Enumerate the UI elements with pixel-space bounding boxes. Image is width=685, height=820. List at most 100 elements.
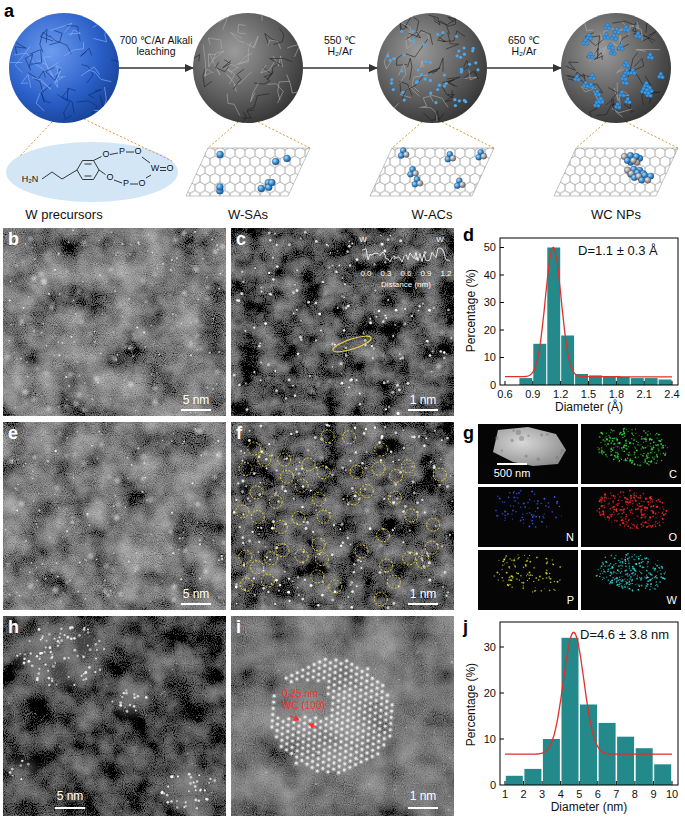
atom-dot (195, 765, 196, 766)
element-signal (642, 455, 643, 456)
lattice-glow (356, 719, 361, 724)
lattice-glow (363, 697, 368, 702)
element-signal (618, 461, 620, 463)
atom-dot (418, 436, 420, 438)
atom-dot (66, 270, 69, 273)
atom-dot (287, 591, 290, 594)
atom-dot (288, 600, 290, 602)
atom-dot (123, 692, 125, 694)
lattice-atom (368, 714, 371, 717)
lattice-atom (307, 672, 310, 675)
element-signal (660, 453, 661, 454)
atom-dot (325, 654, 327, 656)
lattice-atom (334, 749, 337, 752)
atom-dot (21, 760, 23, 762)
atom-dot (190, 341, 191, 342)
atom-dot (200, 533, 201, 534)
cluster-marker (388, 491, 401, 504)
atom-dot (254, 675, 255, 676)
lattice-atom (312, 670, 315, 673)
atom-dot (262, 587, 265, 590)
lattice-glow (300, 668, 305, 673)
lattice-atom (375, 699, 378, 702)
atom-dot (145, 696, 148, 699)
element-signal (623, 432, 625, 434)
lattice-glow (296, 736, 301, 741)
lattice-atom (295, 762, 298, 765)
atom-dot (261, 721, 262, 722)
atom-dot (387, 299, 389, 301)
lattice-atom (311, 760, 314, 763)
atom-dot (171, 327, 174, 330)
lattice-glow (358, 688, 363, 693)
atom-dot (102, 313, 104, 315)
element-signal (665, 445, 666, 446)
atom-dot (319, 456, 323, 460)
atom-dot (71, 626, 73, 628)
lattice-glow (376, 739, 381, 744)
lattice-glow (355, 737, 360, 742)
element-signal (602, 450, 603, 451)
atom-dot (242, 281, 244, 283)
lattice-glow (370, 676, 375, 681)
lattice-atom (365, 758, 368, 761)
atom-dot (145, 477, 147, 479)
atom-dot (36, 677, 39, 680)
atom-dot (298, 594, 300, 596)
atom-dot (37, 526, 38, 527)
atom-dot (440, 459, 442, 461)
atom-dot (394, 527, 396, 529)
lattice-glow (371, 735, 376, 740)
element-signal (611, 429, 612, 430)
atom-dot (369, 320, 373, 324)
atom-dot (339, 528, 341, 530)
atom-dot (23, 662, 26, 665)
atom-dot (270, 284, 275, 289)
atom-dot (256, 567, 261, 572)
element-signal (661, 447, 663, 449)
atom-dot (32, 470, 33, 471)
atom-dot (302, 485, 305, 488)
lattice-atom (301, 747, 304, 750)
atom-dot (304, 231, 307, 234)
element-signal (653, 445, 654, 446)
atom-dot (260, 379, 262, 381)
atom-dot (51, 678, 53, 680)
element-signal (619, 460, 620, 461)
element-signal (643, 455, 644, 456)
atom-dot (345, 469, 347, 471)
molecule-bonds (85, 176, 92, 177)
atom-dot (245, 632, 246, 633)
atom-dot (293, 313, 295, 315)
atom-dot (212, 318, 214, 320)
atom-dot (364, 488, 366, 490)
element-signal (613, 430, 614, 431)
atom-dot (31, 755, 32, 756)
atom-dot (8, 459, 14, 465)
atom-dot (44, 663, 46, 665)
atom-dot (143, 332, 145, 334)
lattice-atom (356, 667, 359, 670)
atom-dot (300, 338, 303, 341)
atom-dot (65, 581, 68, 584)
atom-dot (31, 664, 34, 667)
atom-dot (29, 652, 32, 655)
atom-dot (73, 477, 75, 479)
atom-dot (38, 271, 44, 277)
element-signal (612, 438, 614, 440)
atom-dot (441, 545, 443, 547)
lattice-atom (360, 754, 363, 757)
atom-dot (42, 323, 44, 325)
atom-dot (133, 705, 136, 708)
atom-dot (387, 606, 390, 609)
atom-dot (171, 775, 174, 778)
lattice-glow (306, 737, 311, 742)
lattice-glow (306, 743, 311, 748)
atom-dot (172, 585, 177, 590)
lattice-glow (328, 732, 333, 737)
lattice-atom (362, 723, 365, 726)
atom-dot (51, 680, 53, 682)
lattice-glow (354, 743, 359, 748)
atom-dot (106, 281, 107, 282)
atom-dot (351, 487, 354, 490)
